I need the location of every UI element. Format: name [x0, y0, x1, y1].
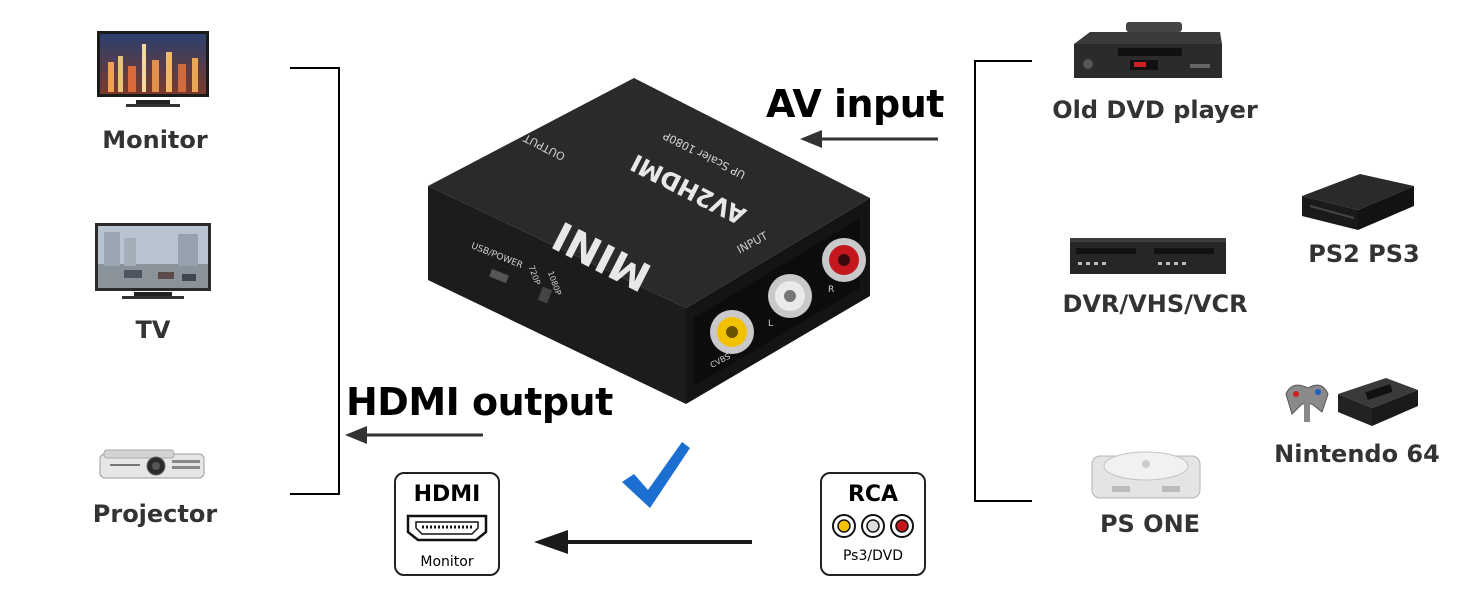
av-input-label: AV input — [766, 82, 944, 126]
psone-label: PS ONE — [1099, 510, 1201, 538]
hdmi-card: HDMI Monitor — [394, 472, 500, 576]
hdmi-port-icon — [406, 514, 488, 542]
tv-image — [94, 222, 212, 300]
psone-image — [1090, 442, 1202, 500]
rca-yellow-jack — [710, 310, 754, 354]
hdmi-to-rca-arrow — [534, 528, 754, 556]
rca-card-title: RCA — [847, 482, 899, 507]
hdmi-card-title: HDMI — [413, 482, 481, 507]
left-bracket — [290, 67, 340, 495]
converter-port-r: R — [828, 285, 834, 295]
hdmi-output-arrow — [345, 424, 485, 446]
old-dvd-image — [1070, 20, 1226, 82]
projector-label: Projector — [92, 500, 218, 528]
monitor-image — [96, 30, 210, 108]
converter-box: MINI AV2HDMI UP Scaler 1080P OUTPUT INPU… — [424, 74, 872, 404]
converter-port-l: L — [768, 319, 773, 329]
projector-image — [98, 446, 206, 482]
dvr-image — [1068, 236, 1228, 276]
tv-label: TV — [135, 316, 171, 344]
hdmi-card-subtitle: Monitor — [420, 554, 474, 570]
n64-image — [1282, 374, 1422, 430]
old-dvd-label: Old DVD player — [1052, 96, 1258, 124]
dvr-label: DVR/VHS/VCR — [1062, 290, 1248, 318]
rca-plugs-icon — [828, 512, 918, 540]
right-bracket — [974, 60, 1032, 502]
ps2-image — [1300, 170, 1416, 232]
ps2-label: PS2 PS3 — [1308, 240, 1420, 268]
monitor-label: Monitor — [102, 126, 208, 154]
rca-card-subtitle: Ps3/DVD — [842, 548, 903, 564]
av-input-arrow — [800, 128, 940, 150]
rca-card: RCA Ps3/DVD — [820, 472, 926, 576]
checkmark-icon — [620, 438, 692, 512]
rca-red-jack — [822, 238, 866, 282]
n64-label: Nintendo 64 — [1274, 440, 1440, 468]
rca-white-jack — [768, 274, 812, 318]
hdmi-output-label: HDMI output — [346, 380, 613, 424]
